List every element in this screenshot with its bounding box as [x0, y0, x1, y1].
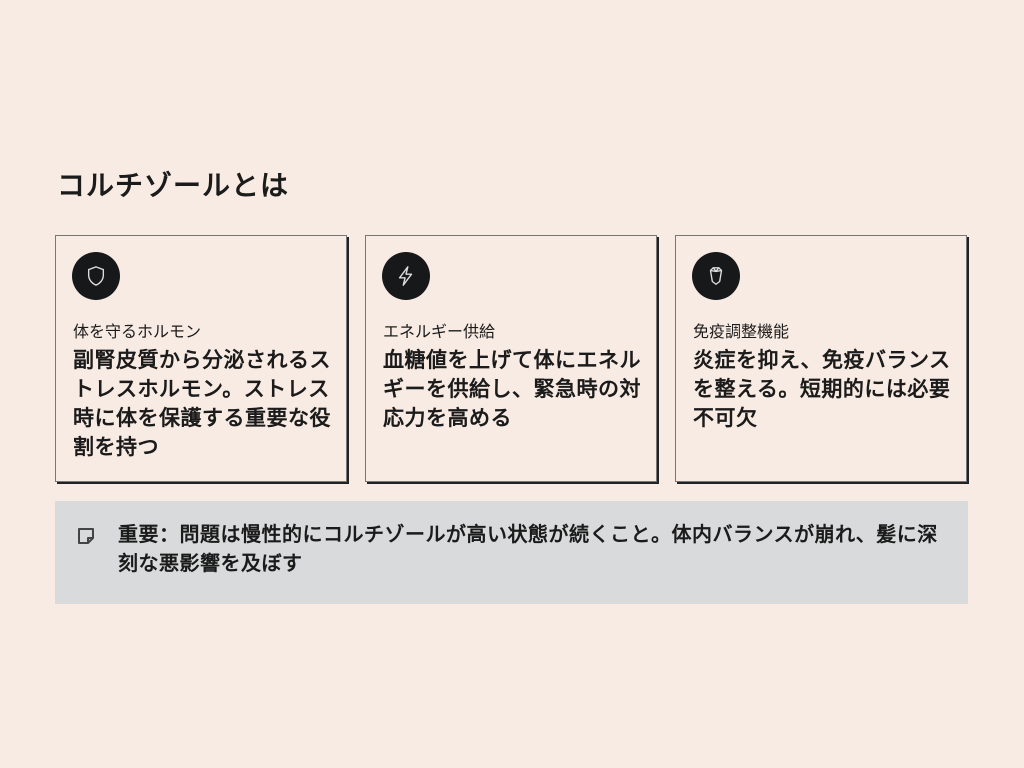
card-immune: 免疫調整機能 炎症を抑え、免疫バランスを整える。短期的には必要不可欠	[675, 235, 967, 482]
card-energy: エネルギー供給 血糖値を上げて体にエネルギーを供給し、緊急時の対応力を高める	[365, 235, 657, 482]
card-subtitle: 体を守るホルモン	[73, 322, 202, 341]
card-subtitle: 免疫調整機能	[693, 322, 790, 341]
card-body: 血糖値を上げて体にエネルギーを供給し、緊急時の対応力を高める	[383, 348, 641, 430]
lotus-icon	[692, 252, 740, 300]
lightning-icon	[382, 252, 430, 300]
card-body: 副腎皮質から分泌されるストレスホルモン。ストレス時に体を保護する重要な役割を持つ	[73, 348, 331, 459]
page-title: コルチゾールとは	[57, 169, 290, 202]
card-subtitle: エネルギー供給	[383, 322, 496, 341]
sticky-note-icon	[78, 528, 94, 544]
important-note: 重要：問題は慢性的にコルチゾールが高い状態が続くこと。体内バランスが崩れ、髪に深…	[55, 501, 968, 604]
note-text: 重要：問題は慢性的にコルチゾールが高い状態が続くこと。体内バランスが崩れ、髪に深…	[118, 522, 938, 575]
card-body: 炎症を抑え、免疫バランスを整える。短期的には必要不可欠	[693, 348, 951, 430]
card-hormone: 体を守るホルモン 副腎皮質から分泌されるストレスホルモン。ストレス時に体を保護す…	[55, 235, 347, 482]
shield-icon	[72, 252, 120, 300]
